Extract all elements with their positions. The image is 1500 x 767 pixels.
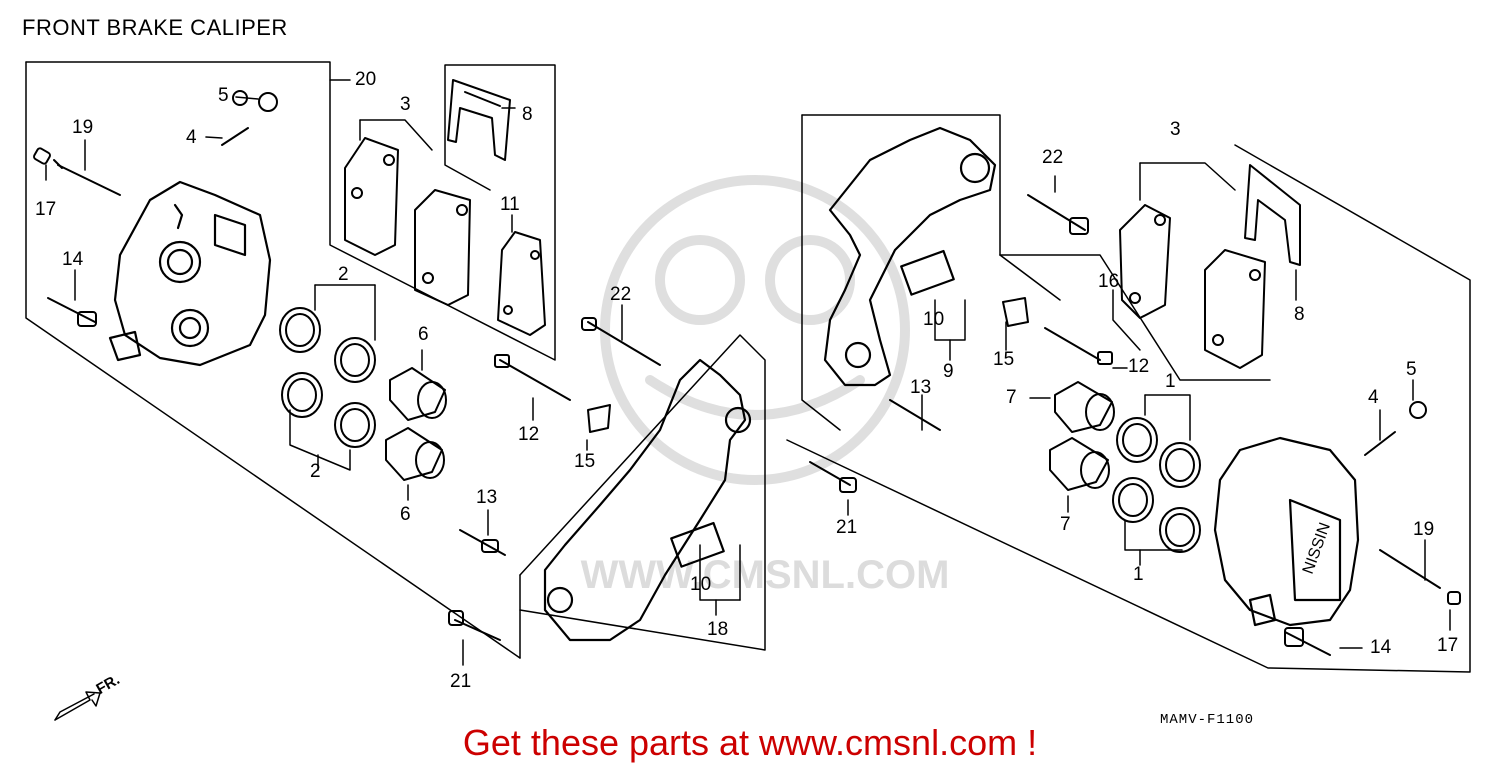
callout-label: 13 <box>910 377 932 398</box>
callout-label: 9 <box>943 361 954 382</box>
watermark-logo <box>600 175 910 485</box>
callout-label: 1 <box>1165 371 1176 392</box>
callout-label: 19 <box>72 117 94 138</box>
callout-label: 11 <box>500 194 520 215</box>
left-brake-pad-outer <box>344 137 399 256</box>
callout-label: 14 <box>62 249 84 270</box>
left-fasteners <box>33 90 661 641</box>
svg-text:NISSIN: NISSIN <box>1300 520 1334 576</box>
callout-label: 10 <box>690 574 712 595</box>
callout-label: 10 <box>923 309 945 330</box>
callout-label: 5 <box>218 85 229 106</box>
callout-label: 15 <box>993 349 1015 370</box>
callout-label: 16 <box>1098 271 1120 292</box>
callout-label: 19 <box>1413 519 1435 540</box>
right-caliper-bracket <box>823 126 997 387</box>
left-seals <box>279 307 376 448</box>
leader-lines <box>45 79 1451 666</box>
callout-label: 22 <box>610 284 632 305</box>
callout-label: 6 <box>418 324 429 345</box>
left-caliper-frame <box>25 61 556 659</box>
left-caliper-body <box>108 180 272 367</box>
callout-label: 17 <box>1437 635 1459 656</box>
callout-label: 20 <box>355 69 377 90</box>
callout-label: 1 <box>1133 564 1144 585</box>
callout-label: 13 <box>476 487 498 508</box>
callout-label: 7 <box>1060 514 1071 535</box>
callout-label: 22 <box>1042 147 1064 168</box>
callout-label: 12 <box>1128 356 1150 377</box>
callout-label: 5 <box>1406 359 1417 380</box>
callout-label: 8 <box>1294 304 1305 325</box>
page-title: FRONT BRAKE CALIPER <box>22 15 288 40</box>
callout-label: 21 <box>836 517 858 538</box>
right-brake-pad-inner <box>1204 249 1266 369</box>
right-pistons <box>1049 381 1115 491</box>
callout-label: 3 <box>400 94 411 115</box>
right-seals <box>1112 417 1201 553</box>
right-caliper-body: NISSIN <box>1213 436 1360 627</box>
left-brake-pad-inner <box>414 189 471 306</box>
callout-label: 18 <box>707 619 729 640</box>
left-pad-spring <box>447 79 511 161</box>
callout-label: 7 <box>1006 387 1017 408</box>
callout-label: 3 <box>1170 119 1181 140</box>
callout-label: 6 <box>400 504 411 525</box>
right-pad-spring <box>1244 164 1301 266</box>
right-fasteners <box>809 194 1461 656</box>
callout-label: 8 <box>522 104 533 125</box>
left-pistons <box>385 367 447 481</box>
callout-label: 21 <box>450 671 472 692</box>
front-direction-arrow <box>54 691 101 721</box>
right-brake-pad-outer <box>1119 204 1171 319</box>
callout-label: 14 <box>1370 637 1392 658</box>
callout-label: 17 <box>35 199 57 220</box>
promo-link[interactable]: Get these parts at www.cmsnl.com ! <box>462 722 1038 763</box>
left-caliper-bracket <box>543 358 752 642</box>
callout-label: 12 <box>518 424 540 445</box>
left-pad-shim <box>497 231 546 336</box>
callout-label: 2 <box>310 461 321 482</box>
callout-label: 2 <box>338 264 349 285</box>
callout-label: 4 <box>1368 387 1379 408</box>
callout-label: 4 <box>186 127 197 148</box>
callout-label: 15 <box>574 451 596 472</box>
diagram-code: MAMV-F1100 <box>1160 712 1255 728</box>
